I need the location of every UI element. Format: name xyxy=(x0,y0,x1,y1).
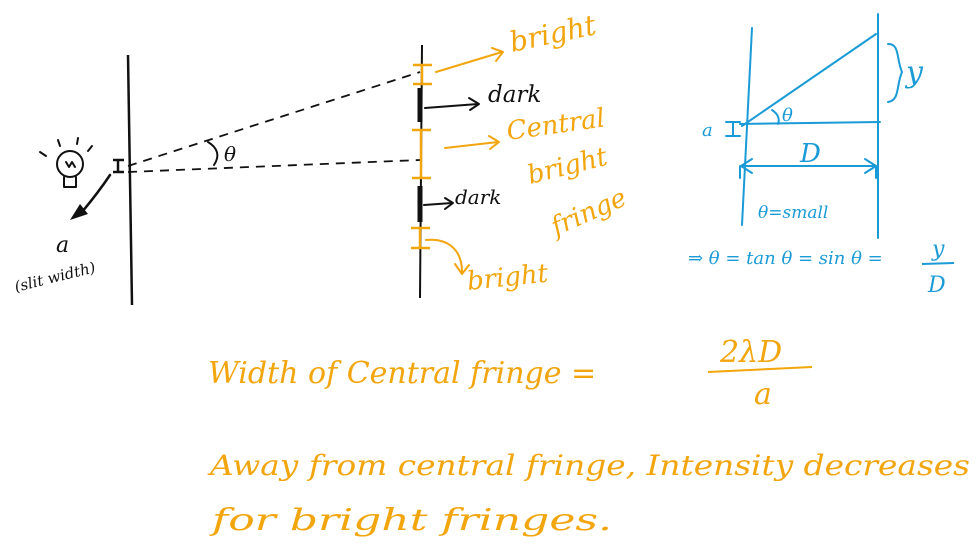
theta-arc xyxy=(207,141,219,166)
ray-to-dark-fringe xyxy=(127,71,421,167)
light-bulb-icon xyxy=(39,137,93,188)
lamp-to-slit-arrow xyxy=(80,173,112,214)
arrow-dark-bottom xyxy=(423,202,453,206)
slit-opening xyxy=(113,158,124,174)
arrow-central xyxy=(444,141,499,149)
small-angle-label: θ=small xyxy=(758,203,828,223)
slit-caption: (slit width) xyxy=(13,258,98,296)
label-dark-top: dark xyxy=(488,82,541,108)
bright-fringe-markers xyxy=(411,63,432,250)
central-fringe-width-denominator: a xyxy=(754,377,772,412)
theta-label-geometry: θ xyxy=(782,105,793,126)
label-central-2: bright xyxy=(524,142,611,191)
a-label-geometry: a xyxy=(702,120,713,141)
arrowhead-icon xyxy=(491,47,504,62)
label-central-1: Central xyxy=(505,103,607,146)
central-fringe-width-bar xyxy=(707,366,813,373)
slit-label: a xyxy=(56,233,69,258)
fraction-numerator-y: y xyxy=(931,237,945,262)
arrowhead-icon xyxy=(70,204,88,220)
arrowhead-icon xyxy=(454,263,470,275)
intensity-note-line2: for bright fringes. xyxy=(209,503,612,538)
fraction-denominator-D: D xyxy=(927,273,946,298)
theta-label-left: θ xyxy=(224,142,236,166)
arrowhead-icon xyxy=(468,97,480,111)
central-fringe-width-lhs: Width of Central fringe = xyxy=(208,356,596,391)
arrow-bright-top xyxy=(435,51,503,73)
central-fringe-width-numerator: 2λD xyxy=(719,335,782,370)
label-bright-top: bright xyxy=(507,8,600,59)
arrowhead-icon xyxy=(488,135,500,150)
geometry-diagram xyxy=(725,13,903,239)
arrowhead-icon xyxy=(444,197,454,210)
D-label: D xyxy=(799,139,821,169)
y-label: y xyxy=(904,55,924,90)
slit-barrier xyxy=(126,54,134,306)
ray-to-center xyxy=(127,159,421,173)
arrow-dark-top xyxy=(424,103,479,109)
arrow-bright-bottom xyxy=(425,238,463,273)
label-dark-bottom: dark xyxy=(455,185,501,209)
label-bright-bottom: bright xyxy=(466,259,550,297)
label-central-3: fringe xyxy=(545,183,631,243)
fraction-bar xyxy=(921,262,955,265)
small-angle-approximation: ⇒ θ = tan θ = sin θ = xyxy=(688,248,883,269)
intensity-note-line1: Away from central fringe, Intensity decr… xyxy=(206,449,970,482)
